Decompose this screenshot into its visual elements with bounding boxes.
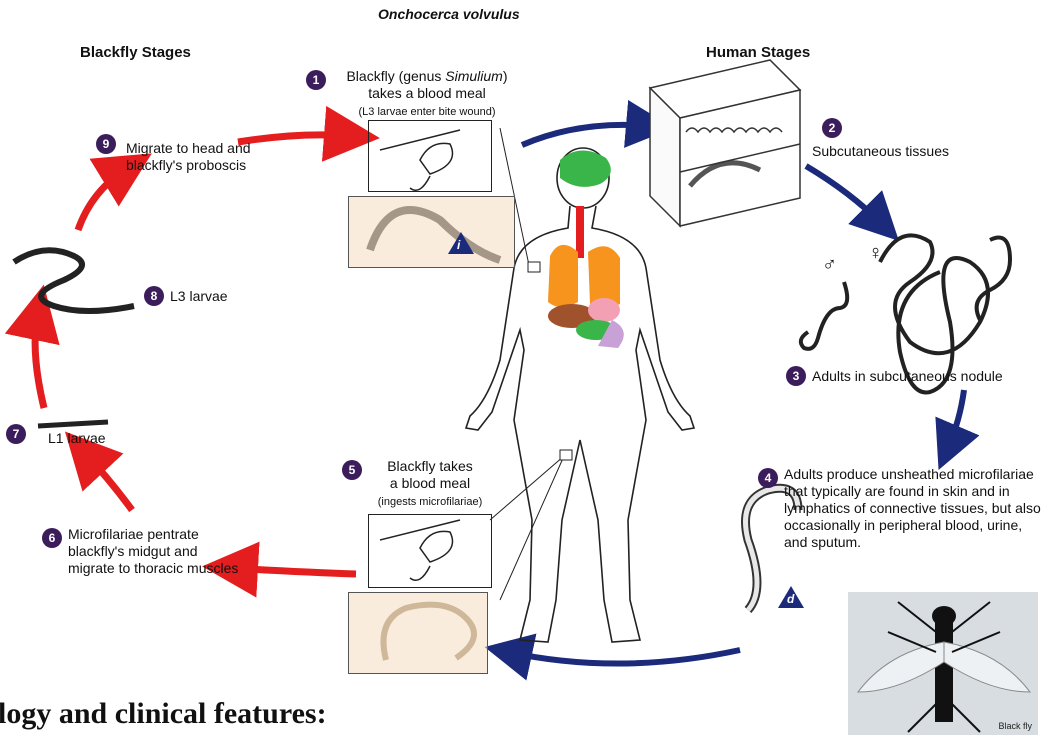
blackfly-bite-panel-bottom xyxy=(368,514,492,588)
arrow-2-to-3 xyxy=(806,166,882,224)
arrow-7-to-8 xyxy=(35,312,44,408)
step-8-label: L3 larvae xyxy=(170,288,228,305)
female-symbol: ♀ xyxy=(868,242,883,265)
step-3-badge: 3 xyxy=(786,366,806,386)
photo-caption: Black fly xyxy=(998,721,1032,731)
step-3-label: Adults in subcutaneous nodule xyxy=(812,368,1003,385)
step-9-badge: 9 xyxy=(96,134,116,154)
arrow-6-to-7 xyxy=(84,452,132,510)
stage-marker-i: i xyxy=(448,232,474,254)
blackfly-photo: Black fly xyxy=(848,592,1038,735)
step-9-label: Migrate to head and blackfly's proboscis xyxy=(126,140,266,174)
step-4-badge: 4 xyxy=(758,468,778,488)
male-symbol: ♂ xyxy=(822,254,837,277)
blackfly-photo-drawing xyxy=(848,592,1038,735)
arrow-8-to-9 xyxy=(78,168,128,230)
arrow-3-to-4 xyxy=(948,390,964,448)
human-organs-drawing xyxy=(548,150,624,348)
page-heading: logy and clinical features: xyxy=(0,696,327,732)
step-2-badge: 2 xyxy=(822,118,842,138)
larva-panel-top xyxy=(348,196,515,268)
skin-block-drawing xyxy=(650,60,800,226)
step-1-badge: 1 xyxy=(306,70,326,90)
step-2-label: Subcutaneous tissues xyxy=(812,143,949,160)
step-6-badge: 6 xyxy=(42,528,62,548)
step-7-badge: 7 xyxy=(6,424,26,444)
step-1-label: Blackfly (genus Simulium) takes a blood … xyxy=(332,68,522,119)
arrow-5-to-6 xyxy=(230,568,356,574)
step-5-label: Blackfly takes a blood meal (ingests mic… xyxy=(350,458,510,509)
step-8-badge: 8 xyxy=(144,286,164,306)
l1-larva-drawing xyxy=(38,422,108,426)
blackfly-bite-panel-top xyxy=(368,120,492,192)
stage-marker-d: d xyxy=(778,586,804,608)
step-4-label: Adults produce unsheathed microfilariae … xyxy=(784,466,1048,551)
l3-larva-drawing xyxy=(14,250,134,311)
microfilaria-panel-bottom xyxy=(348,592,488,674)
arrow-4-to-5 xyxy=(508,650,740,664)
arrow-1-to-2 xyxy=(522,125,650,145)
step-6-label: Microfilariae pentrate blackfly's midgut… xyxy=(68,526,248,577)
step-7-label: L1 larvae xyxy=(48,430,106,447)
